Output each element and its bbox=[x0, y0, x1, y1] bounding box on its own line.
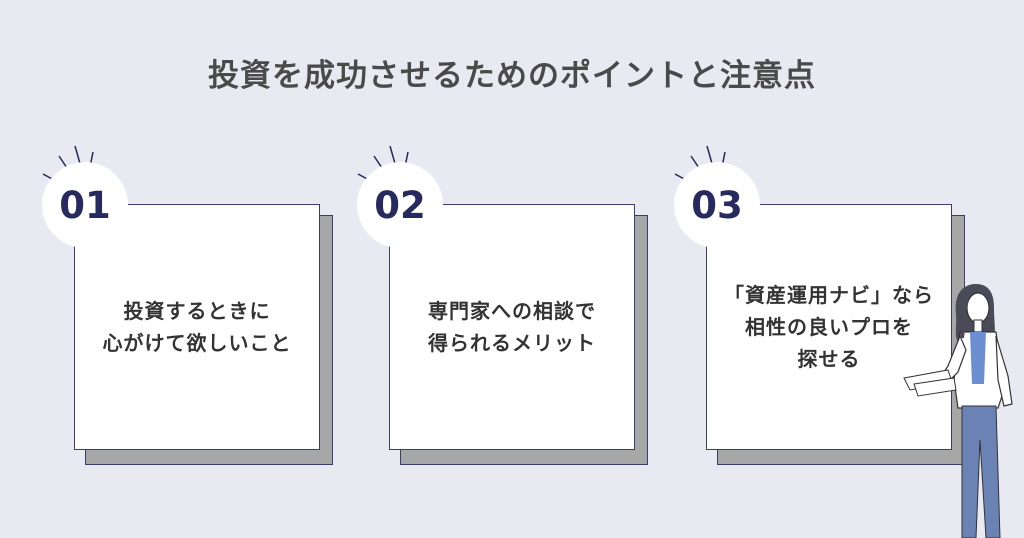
card-body: 投資するときに 心がけて欲しいこと bbox=[74, 204, 320, 450]
number-badge: 03 bbox=[674, 162, 760, 248]
card-number: 01 bbox=[59, 183, 111, 227]
card-text: 投資するときに 心がけて欲しいこと bbox=[102, 299, 292, 355]
point-card-2: 専門家への相談で 得られるメリット 02 bbox=[357, 145, 678, 470]
number-badge: 01 bbox=[42, 162, 128, 248]
card-body: 「資産運用ナビ」なら 相性の良いプロを 探せる bbox=[706, 204, 952, 450]
woman-illustration bbox=[903, 284, 1013, 538]
card-number: 02 bbox=[374, 183, 426, 227]
card-text: 専門家への相談で 得られるメリット bbox=[428, 299, 596, 355]
card-body: 専門家への相談で 得られるメリット bbox=[389, 204, 635, 450]
point-card-3: 「資産運用ナビ」なら 相性の良いプロを 探せる 03 bbox=[674, 145, 995, 470]
card-text: 「資産運用ナビ」なら 相性の良いプロを 探せる bbox=[724, 283, 934, 371]
number-badge: 02 bbox=[357, 162, 443, 248]
point-card-1: 投資するときに 心がけて欲しいこと 01 bbox=[42, 145, 363, 470]
page-title: 投資を成功させるためのポイントと注意点 bbox=[208, 58, 816, 94]
card-number: 03 bbox=[691, 183, 743, 227]
